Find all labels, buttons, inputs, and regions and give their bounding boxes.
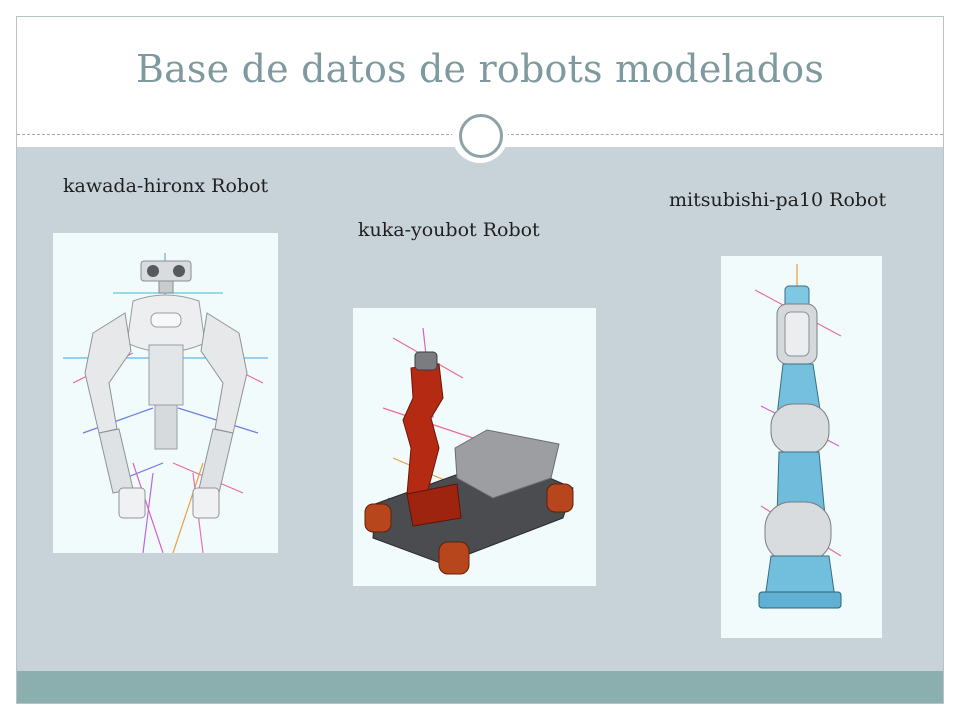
robot-label-pa10: mitsubishi-pa10 Robot [669,189,887,211]
hironx-robot-icon [63,253,268,553]
ring-ornament-icon [452,107,508,163]
robot-label-youbot: kuka-youbot Robot [358,219,540,241]
slide-title: Base de datos de robots modelados [135,47,825,91]
slide-content: kawada-hironx Robot [17,147,943,671]
robot-image-hironx [53,233,278,553]
pa10-robot-icon [754,264,842,609]
youbot-robot-icon [364,327,574,575]
footer-bar [17,671,943,703]
robot-label-hironx: kawada-hironx Robot [63,175,269,197]
slide: Base de datos de robots modelados kawada… [16,16,944,704]
robot-image-youbot [353,308,596,586]
robot-image-pa10 [721,256,882,638]
